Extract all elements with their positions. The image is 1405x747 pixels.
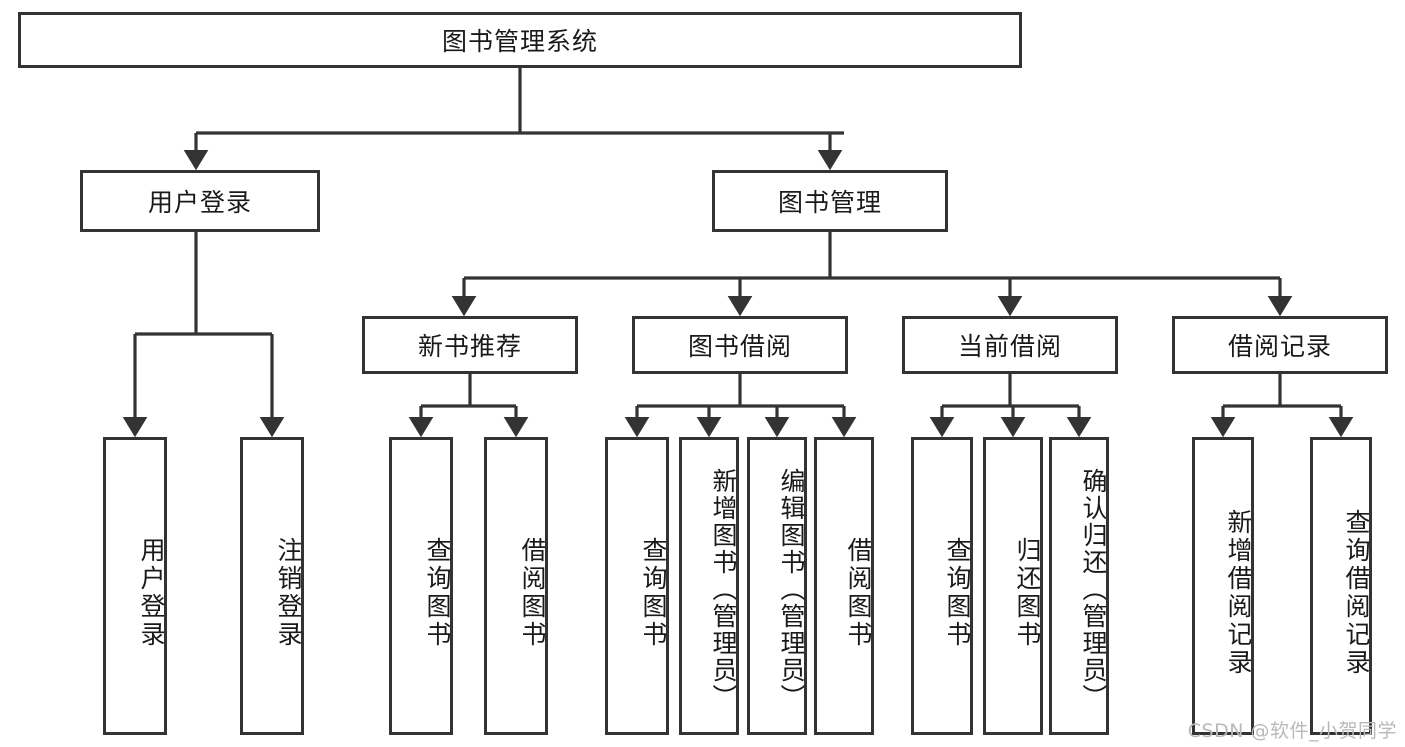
node-book-management[interactable]: 图书管理	[712, 170, 948, 232]
leaf-add-book-admin[interactable]: 新增图书（管理员）	[679, 437, 739, 735]
leaf-query-book-borrow[interactable]: 查询图书	[605, 437, 669, 735]
node-borrow-record[interactable]: 借阅记录	[1172, 316, 1388, 374]
leaf-edit-book-admin[interactable]: 编辑图书（管理员）	[747, 437, 807, 735]
leaf-borrow-book-borrow[interactable]: 借阅图书	[814, 437, 874, 735]
leaf-query-borrow-record[interactable]: 查询借阅记录	[1310, 437, 1372, 735]
leaf-confirm-return-admin[interactable]: 确认归还（管理员）	[1049, 437, 1109, 735]
node-root-system[interactable]: 图书管理系统	[18, 12, 1022, 68]
leaf-user-login[interactable]: 用户登录	[103, 437, 167, 735]
leaf-query-book-current[interactable]: 查询图书	[911, 437, 973, 735]
node-new-book-recommend[interactable]: 新书推荐	[362, 316, 578, 374]
node-current-borrow[interactable]: 当前借阅	[902, 316, 1118, 374]
leaf-query-book-newbook[interactable]: 查询图书	[389, 437, 453, 735]
leaf-add-borrow-record[interactable]: 新增借阅记录	[1192, 437, 1254, 735]
node-book-borrow[interactable]: 图书借阅	[632, 316, 848, 374]
leaf-user-logout[interactable]: 注销登录	[240, 437, 304, 735]
csdn-watermark: CSDN @软件_小贺同学	[1187, 720, 1397, 742]
node-user-login[interactable]: 用户登录	[80, 170, 320, 232]
leaf-return-book[interactable]: 归还图书	[983, 437, 1043, 735]
leaf-borrow-book-newbook[interactable]: 借阅图书	[484, 437, 548, 735]
